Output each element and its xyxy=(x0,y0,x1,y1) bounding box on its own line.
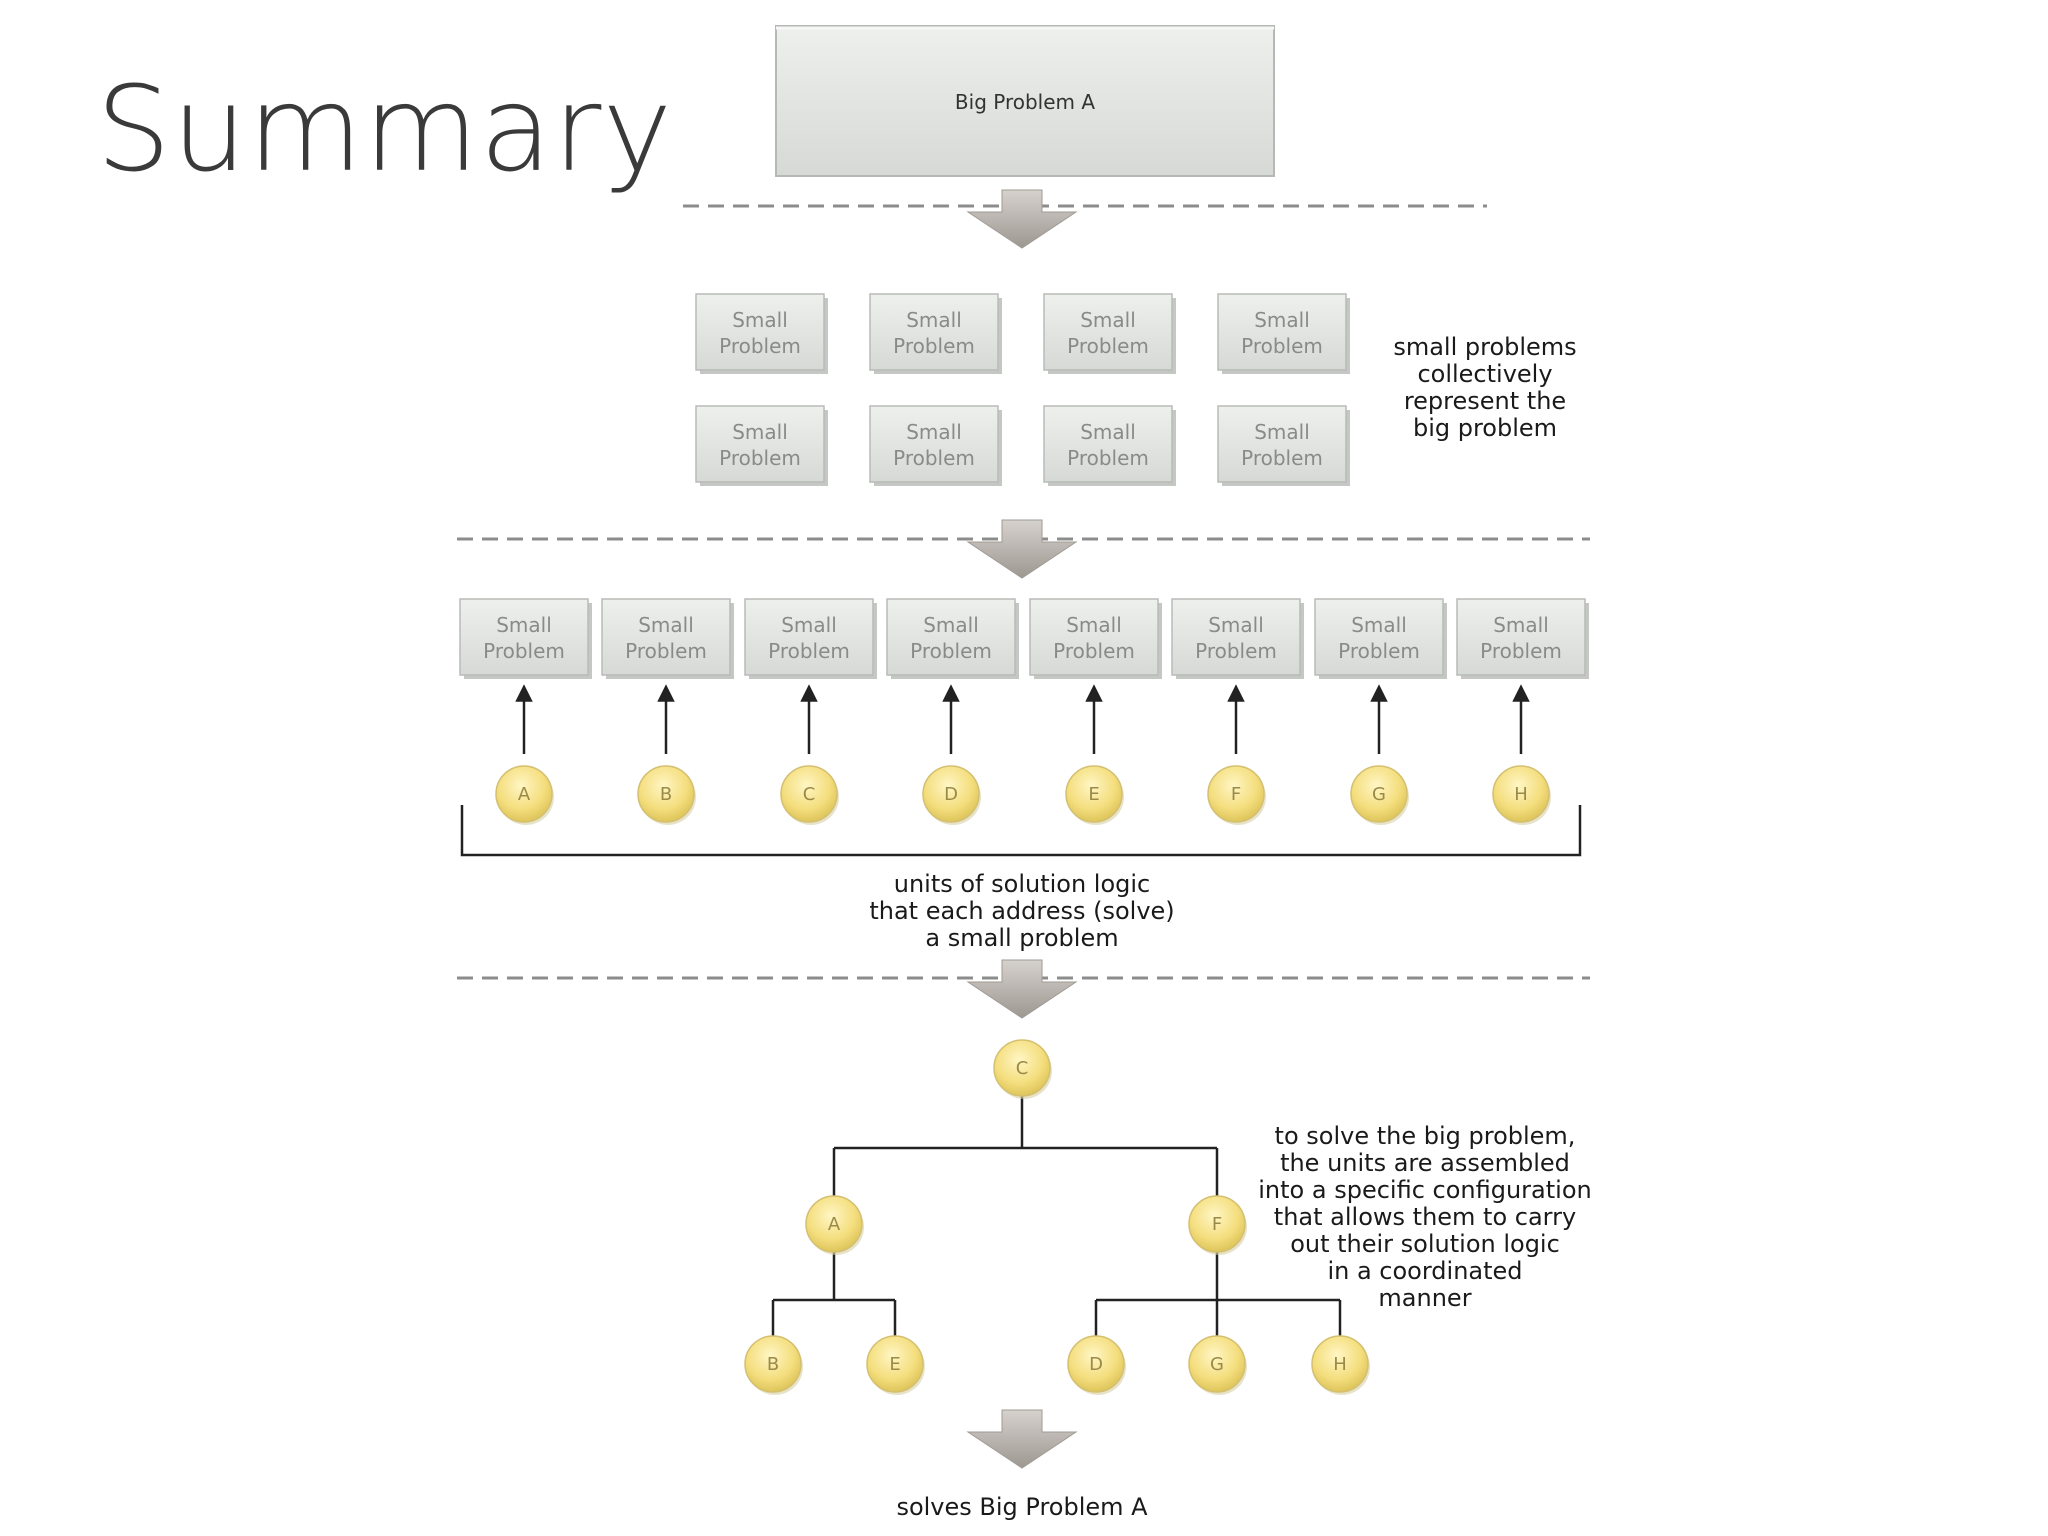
small-problem-label-line1: Small xyxy=(1351,613,1407,637)
units-bracket xyxy=(460,805,1582,857)
small-problem-label-line1: Small xyxy=(781,613,837,637)
solution-unit-node: E xyxy=(866,1335,925,1395)
down-arrow-icon xyxy=(966,1409,1078,1469)
small-problem-label-line2: Problem xyxy=(1480,639,1562,663)
small-problem-label-line1: Small xyxy=(1208,613,1264,637)
small-problem-label-line2: Problem xyxy=(1053,639,1135,663)
assembled-note: to solve the big problem,the units are a… xyxy=(1258,1122,1591,1312)
node-label: H xyxy=(1514,784,1528,805)
solution-unit-node: D xyxy=(922,765,981,825)
small-problem-label-line1: Small xyxy=(923,613,979,637)
small-problem-label-line2: Problem xyxy=(1241,334,1323,358)
solution-unit-node: C xyxy=(993,1039,1052,1099)
small-problem-boxes: SmallProblemSmallProblemSmallProblemSmal… xyxy=(459,293,1589,679)
small-problem-label-line1: Small xyxy=(1080,308,1136,332)
small-problem-label-line2: Problem xyxy=(1241,446,1323,470)
composition-tree: C A B E F D G H xyxy=(744,1039,1370,1395)
small-problem-label-line1: Small xyxy=(1080,420,1136,444)
small-problem-label-line1: Small xyxy=(906,420,962,444)
solution-unit-row: A B C D E F G H xyxy=(495,684,1551,825)
node-label: F xyxy=(1212,1214,1222,1235)
node-label: A xyxy=(518,784,531,805)
node-label: D xyxy=(1089,1354,1103,1375)
node-label: C xyxy=(803,784,816,805)
solution-unit-node: D xyxy=(1067,1335,1126,1395)
small-problem-label-line2: Problem xyxy=(910,639,992,663)
node-label: G xyxy=(1372,784,1386,805)
down-arrow-icon xyxy=(966,959,1078,1019)
big-problem-box: Big Problem A xyxy=(775,25,1275,177)
node-label: C xyxy=(1016,1058,1029,1079)
solution-unit-node: A xyxy=(495,765,554,825)
small-problem-label-line2: Problem xyxy=(893,446,975,470)
node-label: G xyxy=(1210,1354,1224,1375)
small-problem-label-line1: Small xyxy=(1254,308,1310,332)
small-problem-label-line1: Small xyxy=(906,308,962,332)
solution-unit-node: H xyxy=(1311,1335,1370,1395)
small-problem-label-line2: Problem xyxy=(719,334,801,358)
node-label: A xyxy=(828,1214,841,1235)
small-problem-label-line2: Problem xyxy=(1067,446,1149,470)
node-label: D xyxy=(944,784,958,805)
small-problem-label-line1: Small xyxy=(1493,613,1549,637)
solution-unit-node: B xyxy=(637,765,696,825)
small-problem-label-line1: Small xyxy=(496,613,552,637)
solution-unit-node: F xyxy=(1207,765,1266,825)
node-label: B xyxy=(660,784,672,805)
node-label: E xyxy=(1088,784,1099,805)
solution-unit-node: E xyxy=(1065,765,1124,825)
small-problem-label-line1: Small xyxy=(638,613,694,637)
small-problem-label-line2: Problem xyxy=(483,639,565,663)
small-problem-label-line2: Problem xyxy=(1067,334,1149,358)
node-label: E xyxy=(889,1354,900,1375)
small-problem-label-line2: Problem xyxy=(893,334,975,358)
solution-unit-node: A xyxy=(805,1195,864,1255)
node-label: B xyxy=(767,1354,779,1375)
small-problem-label-line1: Small xyxy=(732,420,788,444)
big-problem-label: Big Problem A xyxy=(955,90,1095,114)
small-problem-label-line1: Small xyxy=(1254,420,1310,444)
solution-unit-node: B xyxy=(744,1335,803,1395)
result-note: solves Big Problem A xyxy=(896,1493,1148,1521)
solution-unit-node: G xyxy=(1188,1335,1247,1395)
node-label: H xyxy=(1333,1354,1347,1375)
page-title: Summary xyxy=(96,60,674,198)
solution-unit-node: G xyxy=(1350,765,1409,825)
down-arrow-icon xyxy=(966,189,1078,249)
small-problem-label-line2: Problem xyxy=(1338,639,1420,663)
small-problem-label-line1: Small xyxy=(732,308,788,332)
solution-unit-node: C xyxy=(780,765,839,825)
small-problem-label-line2: Problem xyxy=(719,446,801,470)
small-problem-label-line2: Problem xyxy=(1195,639,1277,663)
small-problem-label-line2: Problem xyxy=(625,639,707,663)
down-arrow-icon xyxy=(966,519,1078,579)
small-problem-label-line1: Small xyxy=(1066,613,1122,637)
solution-unit-node: F xyxy=(1188,1195,1247,1255)
node-label: F xyxy=(1231,784,1241,805)
small-problem-label-line2: Problem xyxy=(768,639,850,663)
solution-unit-node: H xyxy=(1492,765,1551,825)
